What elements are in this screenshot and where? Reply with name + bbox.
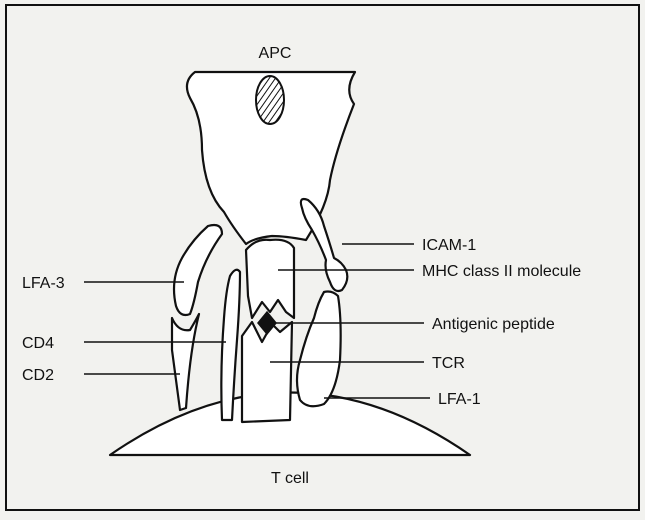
apc-nucleus <box>256 76 284 124</box>
antigenic-peptide-label: Antigenic peptide <box>432 316 555 333</box>
mhc-class2-molecule <box>246 240 294 318</box>
icam1-molecule <box>301 199 347 291</box>
cd4-label: CD4 <box>22 335 54 352</box>
cd2-label: CD2 <box>22 367 54 384</box>
apc-label: APC <box>259 45 292 62</box>
icam1-label: ICAM-1 <box>422 237 476 254</box>
lfa1-label: LFA-1 <box>438 391 481 408</box>
lfa3-molecule <box>174 225 222 315</box>
tcr-molecule <box>242 322 292 422</box>
tcr-label: TCR <box>432 355 465 372</box>
lfa3-label: LFA-3 <box>22 275 65 292</box>
t-cell-label: T cell <box>271 470 309 487</box>
lfa1-molecule <box>297 292 341 407</box>
mhc-label: MHC class II molecule <box>422 263 581 280</box>
cd2-molecule <box>172 314 199 410</box>
